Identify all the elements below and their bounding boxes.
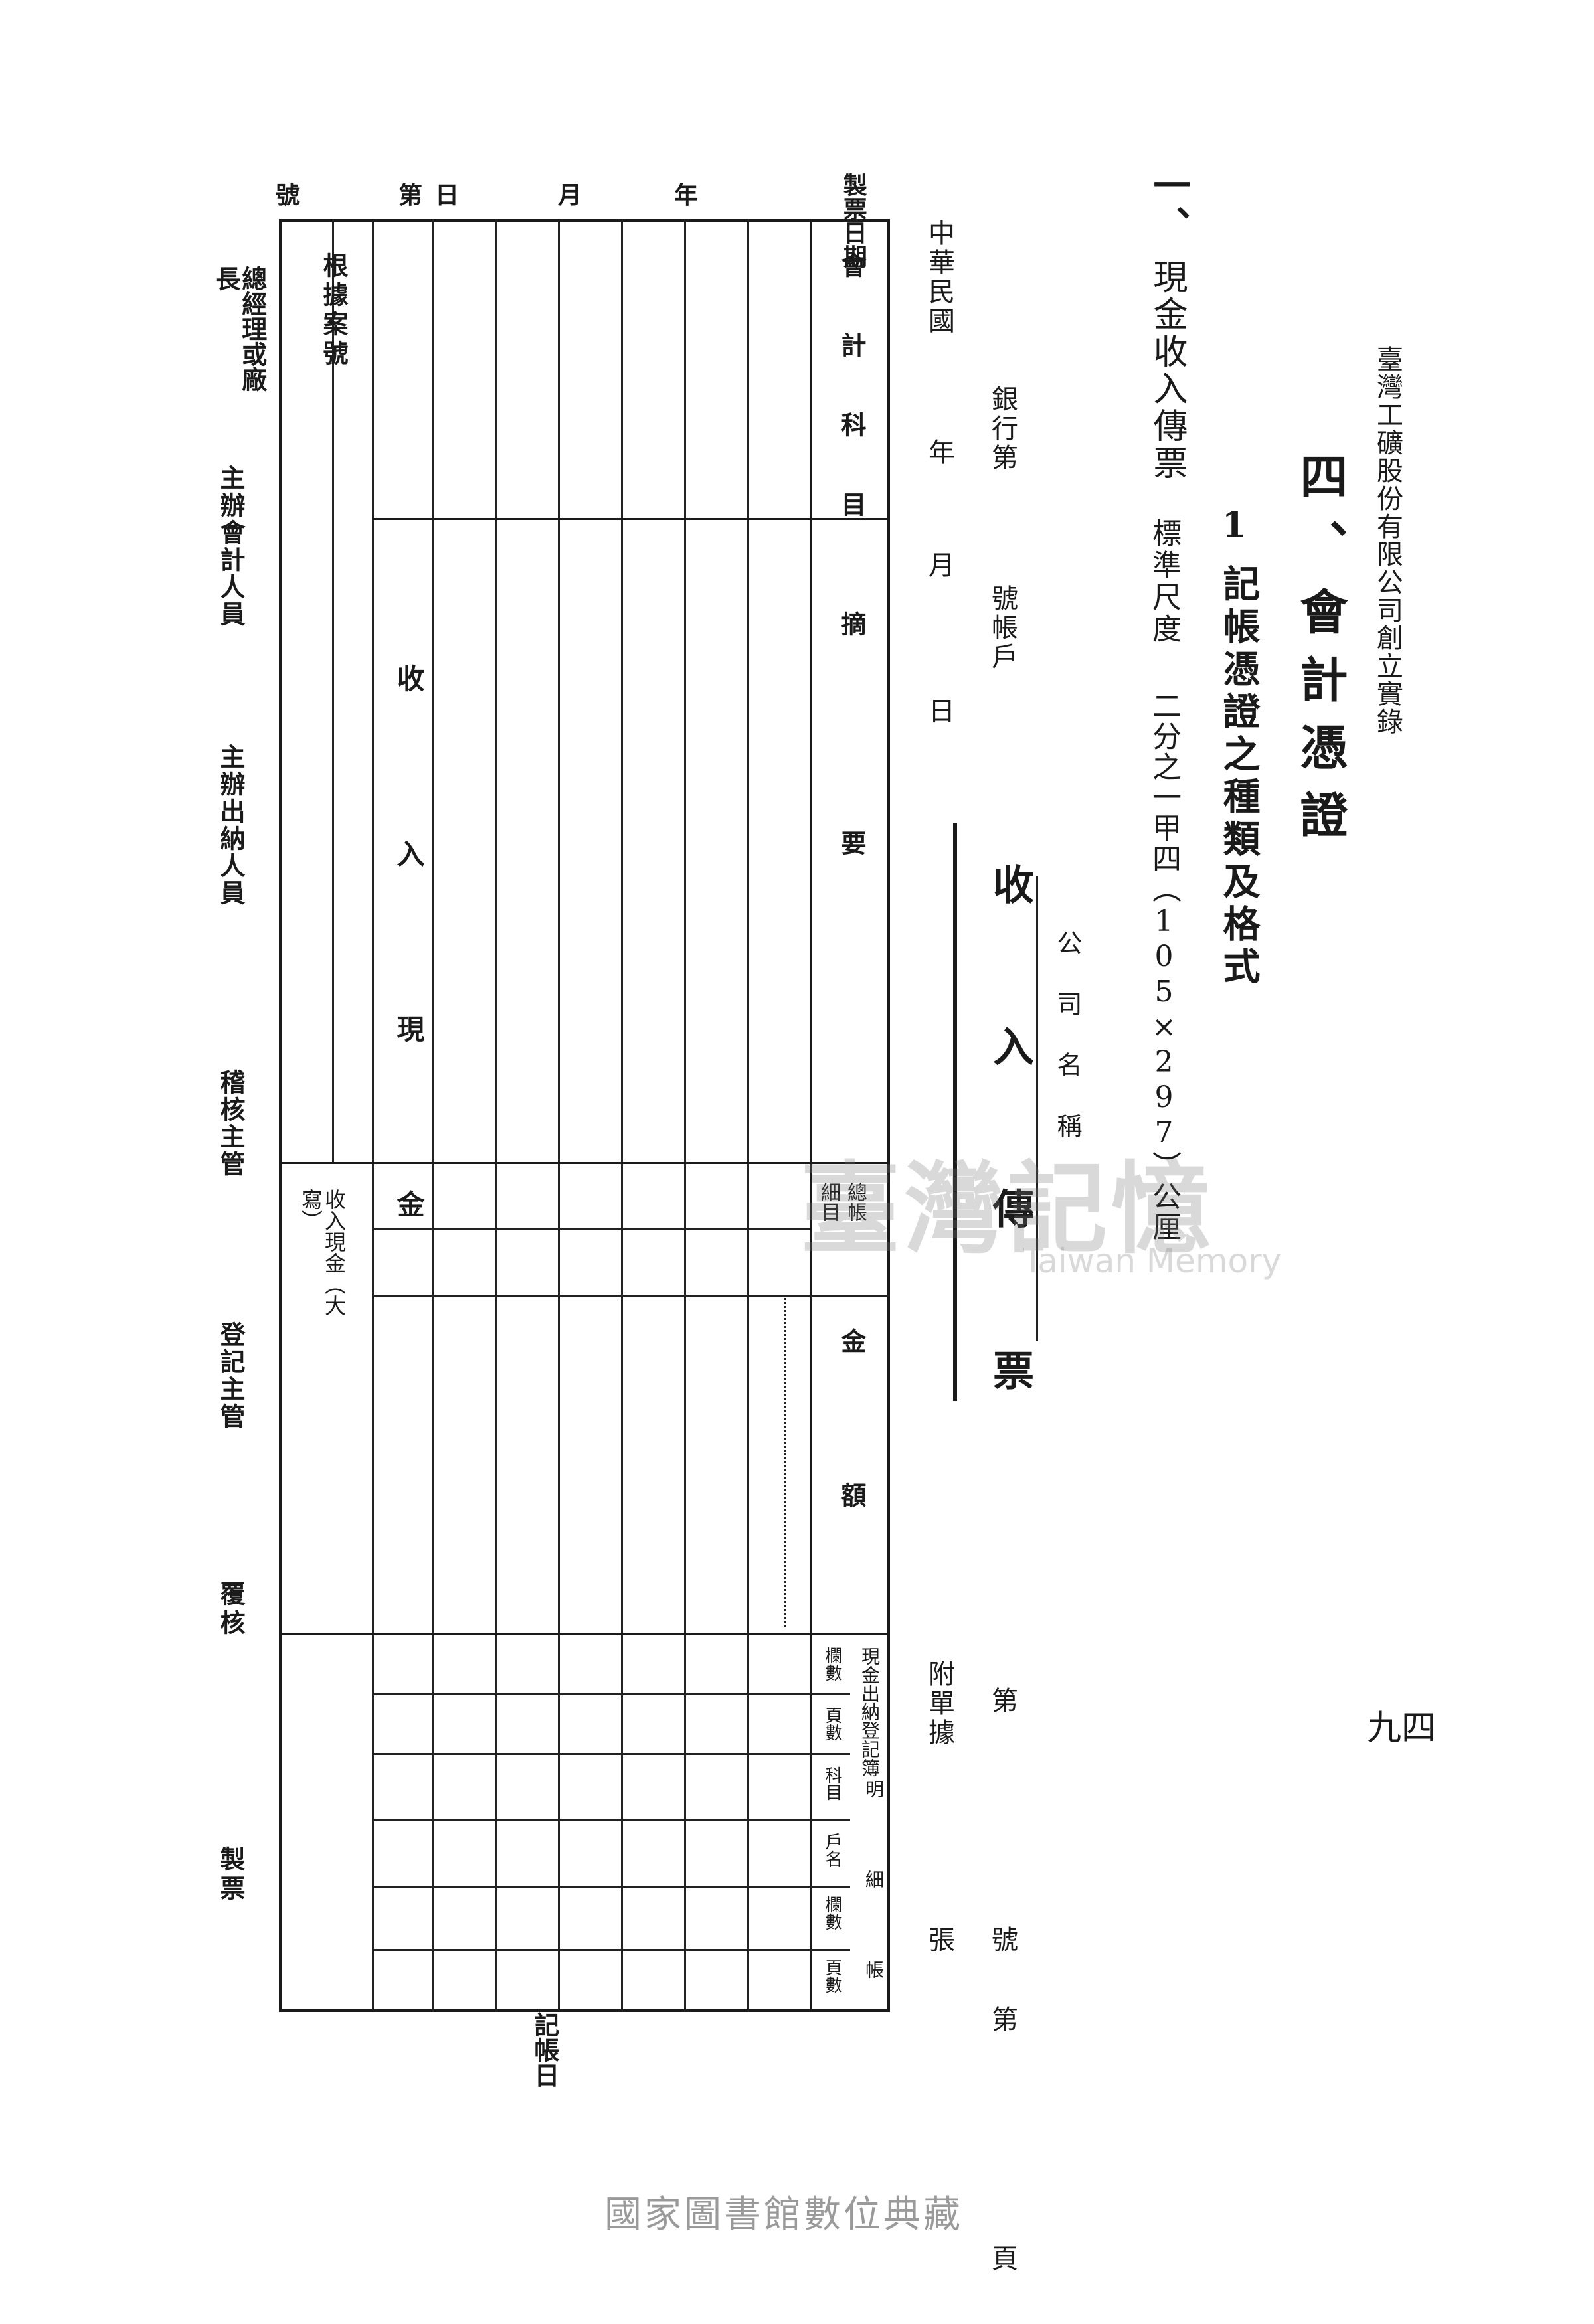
col-detail-pages: 頁數 — [822, 1959, 842, 1993]
col-detail-group: 明 細 帳 — [863, 1780, 885, 2005]
row-line-1 — [747, 219, 749, 2012]
col-cash-book-group: 現金出納登記簿 — [859, 1647, 881, 1777]
row-line-5 — [495, 219, 497, 2012]
size-value: 二分之一甲四（105×297）公厘 — [1147, 691, 1181, 1242]
row-line-7 — [372, 219, 374, 2012]
left-month-label: 月 — [558, 181, 582, 209]
col-sep-ledger — [372, 1228, 810, 1230]
row-line-4 — [558, 219, 560, 2012]
row-line-3 — [621, 219, 623, 2012]
form-number: 一、 — [1147, 166, 1191, 246]
col-sep-d2 — [372, 1886, 850, 1888]
page-number: 九四 — [1367, 1708, 1437, 1748]
section-number: 1 — [1222, 505, 1247, 545]
book-title: 臺灣工礦股份有限公司創立實錄 — [1372, 345, 1403, 736]
reference-label: 根據案號 — [319, 252, 349, 369]
voucher-form-frame — [279, 219, 890, 2012]
col-summary: 摘 要 — [837, 611, 867, 874]
col-detail-account: 戶名 — [822, 1833, 842, 1867]
form-name: 現金收入傳票 — [1147, 259, 1187, 482]
signature-general-manager: 總經理或廠長 — [211, 266, 268, 392]
signature-registration-supervisor: 登記主管 — [216, 1321, 246, 1430]
posted-date-label: 記帳日 — [529, 2012, 560, 2088]
left-number-prefix: 第 — [398, 181, 423, 209]
col-sep-summary — [279, 1162, 890, 1164]
bank-label: 銀行第 — [987, 385, 1018, 473]
size-label: 標準尺度 — [1147, 518, 1181, 645]
date-prefix: 中華民國 — [924, 219, 954, 336]
total-in-words-label: 收入現金（大寫） — [298, 1189, 347, 1316]
signature-audit-supervisor: 稽核主管 — [216, 1069, 246, 1178]
left-number-suffix: 號 — [276, 181, 300, 209]
voucher-title-underline — [953, 823, 957, 1401]
date-year: 年 — [924, 438, 954, 465]
attachments-label: 附單據 — [924, 1660, 954, 1748]
voucher-title: 收 入 傳 票 — [986, 863, 1034, 1430]
col-detail-sheets: 欄數 — [822, 1896, 842, 1930]
col-ledger-ref: 總帳 — [843, 1182, 867, 1222]
date-month: 月 — [924, 551, 954, 578]
signature-preparer: 製票 — [216, 1846, 246, 1904]
col-sep-subject — [372, 518, 890, 520]
row-line-6 — [432, 219, 434, 2012]
col-sep-code — [372, 1295, 890, 1297]
body-receive-cash: 收 入 現 金 — [393, 664, 425, 1278]
col-subsidiary-code: 細目 — [817, 1182, 840, 1222]
header-row-separator — [810, 219, 812, 2012]
company-name-label: 公 司 名 稱 — [1053, 930, 1082, 1143]
col-sep-cb2 — [372, 1753, 850, 1755]
signature-chief-accountant: 主辦會計人員 — [216, 465, 246, 628]
col-sep-d1 — [372, 1819, 850, 1821]
col-sep-cb1 — [372, 1693, 850, 1695]
col-detail-subject: 科目 — [822, 1766, 842, 1801]
company-name-line — [1036, 876, 1038, 1341]
footer-library: 國家圖書館數位典藏 — [604, 2193, 963, 2236]
chapter-title: 四、會計憑證 — [1292, 452, 1348, 858]
amount-dotted-1 — [784, 1295, 786, 1627]
col-amount: 金 額 — [837, 1328, 867, 1521]
account-label: 號帳戶 — [987, 584, 1018, 672]
row-line-8 — [332, 219, 334, 1162]
date-day: 日 — [924, 697, 954, 724]
col-sep-amount — [279, 1633, 890, 1635]
col-cash-book-sheets: 欄數 — [822, 1647, 842, 1681]
signature-reviewer: 覆核 — [216, 1580, 246, 1639]
watermark-subtitle: Taiwan Memory — [1023, 1242, 1282, 1280]
col-account-subject: 會 計 科 目 — [837, 252, 867, 531]
row-line-2 — [684, 219, 686, 2012]
voucher-number-label: 第 號第 頁 — [987, 1687, 1018, 2324]
sheets-label: 張 — [924, 1926, 954, 1952]
signature-chief-cashier: 主辦出納人員 — [216, 744, 246, 907]
section-title: 記帳憑證之種類及格式 — [1217, 564, 1261, 989]
left-year-label: 年 — [674, 181, 699, 209]
watermark-logo: 臺灣記憶 — [800, 1151, 1215, 1268]
left-day-label: 日 — [435, 181, 460, 209]
col-sep-d3 — [372, 1949, 850, 1951]
col-cash-book-pages: 頁數 — [822, 1706, 842, 1741]
